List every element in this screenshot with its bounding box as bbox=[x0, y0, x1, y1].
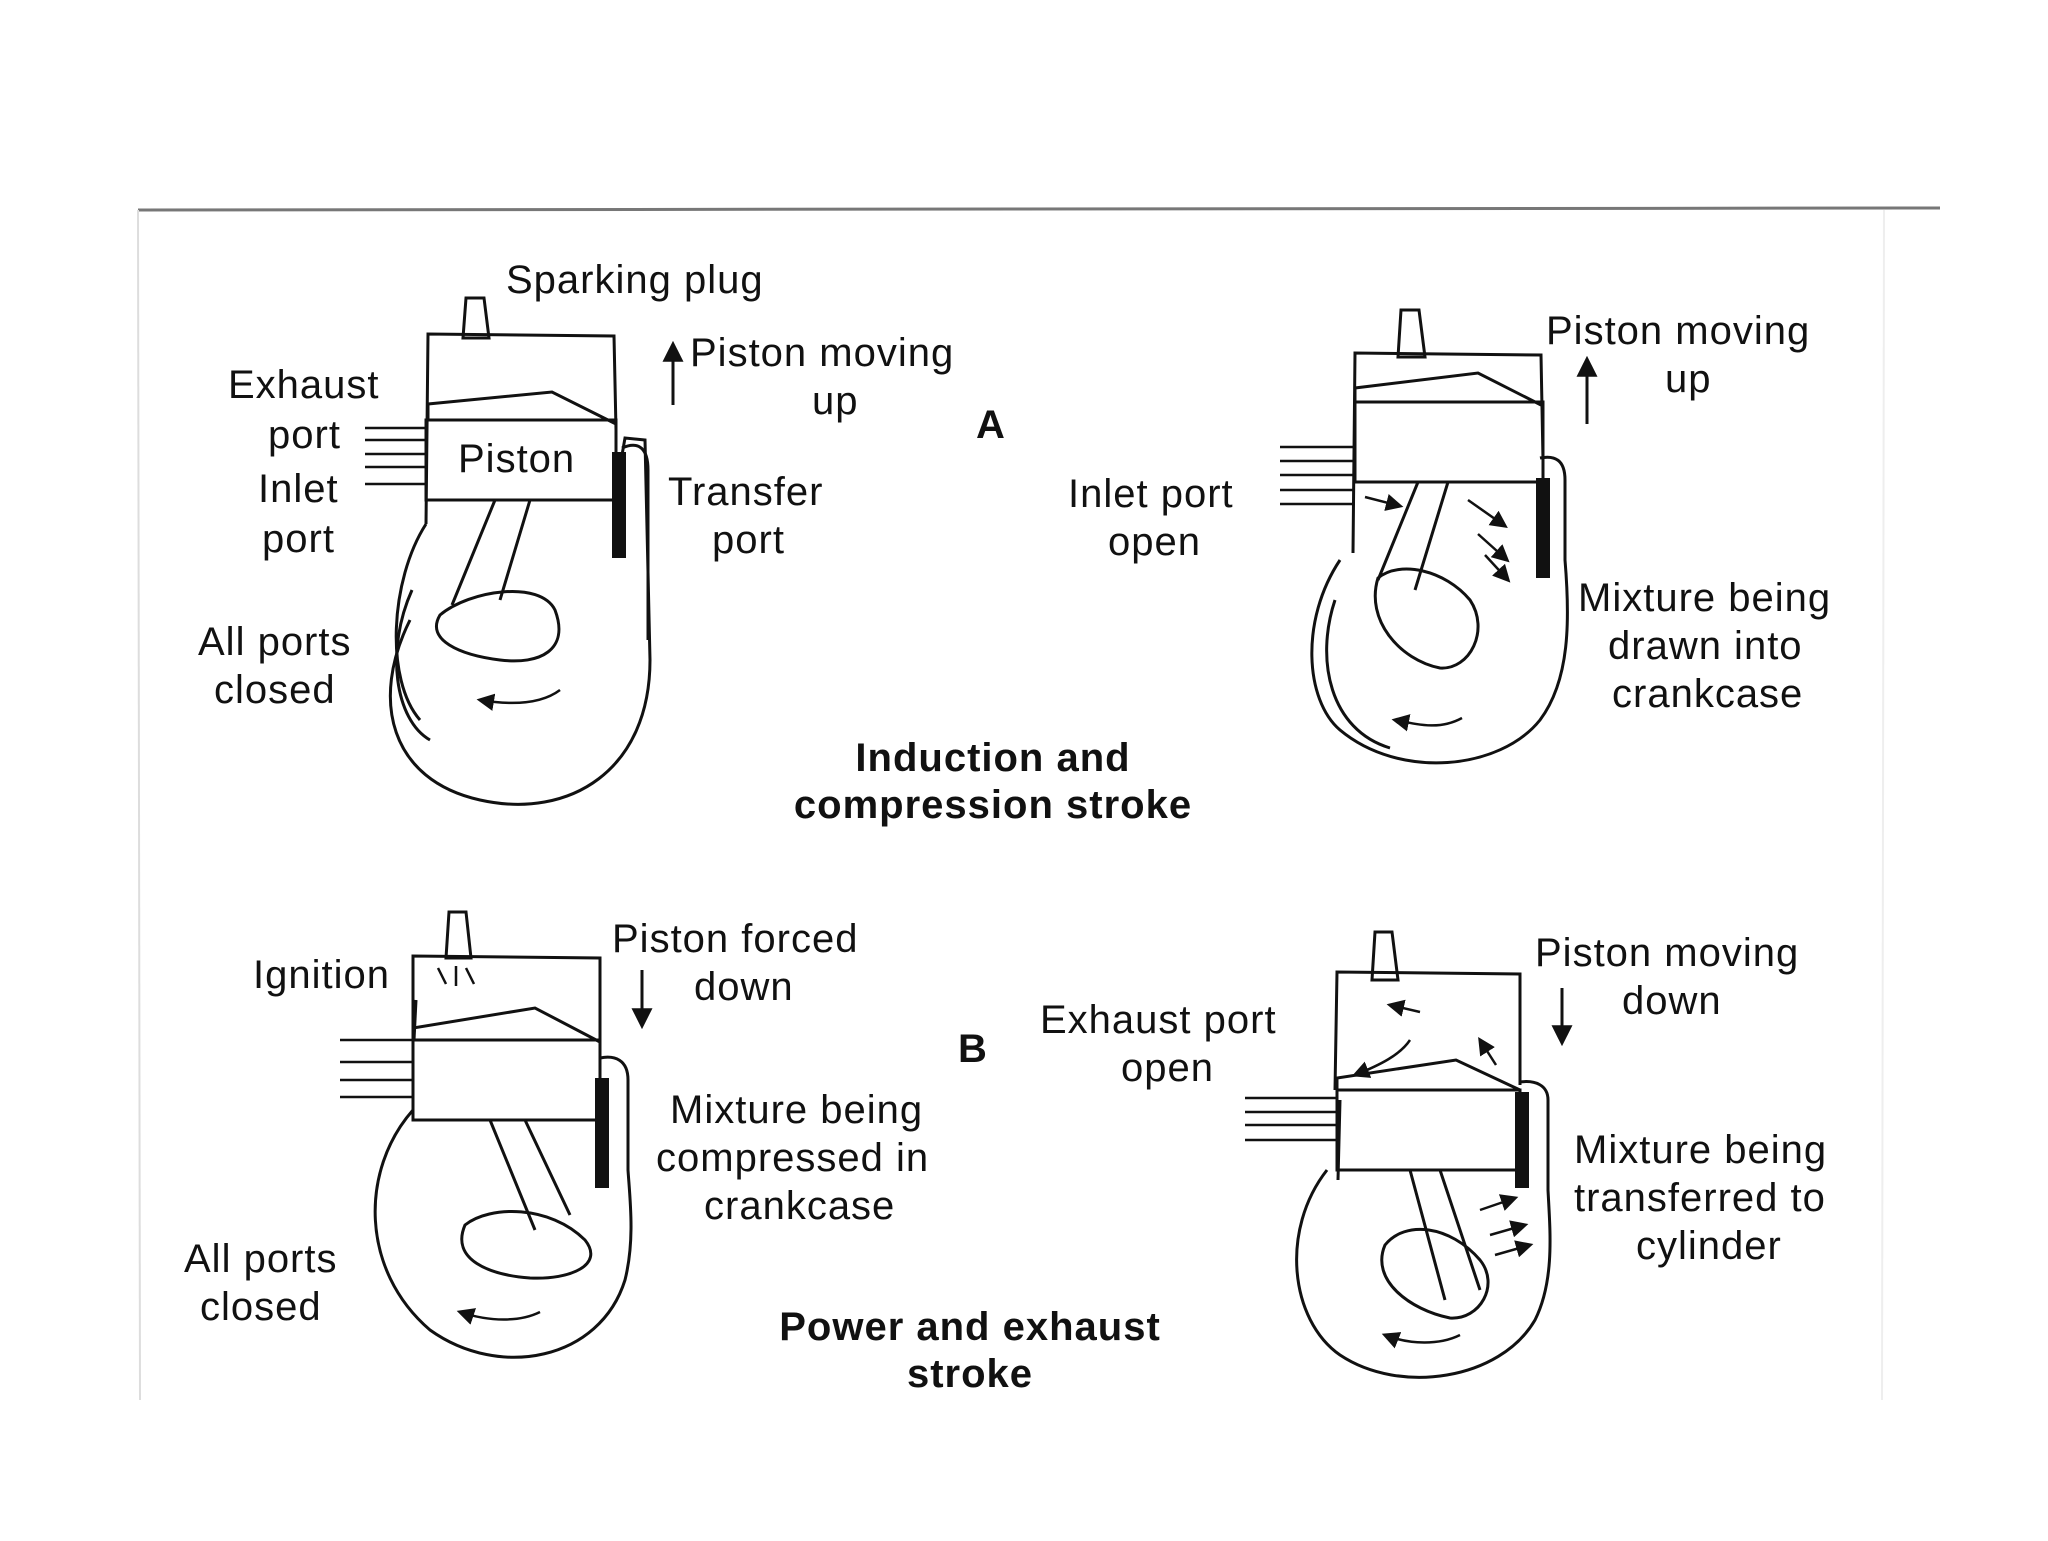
label-inlet-port-open-1: Inlet port bbox=[1068, 472, 1234, 516]
label-mixture-compressed-1: Mixture being bbox=[670, 1088, 923, 1132]
label-piston-moving-a2-up: up bbox=[1665, 357, 1712, 401]
label-piston-forced-1: Piston forced bbox=[612, 917, 858, 961]
panel-letter-a: A bbox=[976, 403, 1005, 447]
label-exhaust-port-open-2: open bbox=[1121, 1046, 1214, 1090]
label-exhaust-port-open-1: Exhaust port bbox=[1040, 998, 1277, 1042]
label-inlet-port-1: Inlet bbox=[258, 467, 339, 511]
engine-a-right bbox=[1280, 308, 1598, 765]
label-mixture-transferred-2: transferred to bbox=[1574, 1176, 1826, 1220]
engine-a-left bbox=[365, 296, 684, 806]
label-inlet-port-open-2: open bbox=[1108, 520, 1201, 564]
engine-b-left bbox=[340, 910, 653, 1359]
label-all-ports-closed-a-2: closed bbox=[214, 668, 336, 712]
label-all-ports-closed-b-2: closed bbox=[200, 1285, 322, 1329]
label-exhaust-port-1: Exhaust bbox=[228, 363, 380, 407]
label-transfer-port-2: port bbox=[712, 518, 785, 562]
label-mixture-drawn-2: drawn into bbox=[1608, 624, 1803, 668]
label-piston-moving-b2-down: down bbox=[1622, 979, 1722, 1023]
page-frame bbox=[137, 206, 1941, 1401]
panel-letter-b: B bbox=[958, 1027, 987, 1071]
spark-plug-icon bbox=[1396, 308, 1427, 359]
label-inlet-port-2: port bbox=[262, 517, 335, 561]
title-power-1: Power and exhaust bbox=[779, 1305, 1161, 1349]
label-piston-moving-b2: Piston moving bbox=[1535, 931, 1799, 975]
engine-b-right bbox=[1245, 930, 1573, 1379]
label-mixture-transferred-3: cylinder bbox=[1636, 1224, 1782, 1268]
piston bbox=[411, 1006, 602, 1122]
piston bbox=[1353, 371, 1545, 484]
title-power-2: stroke bbox=[907, 1352, 1033, 1396]
title-induction-2: compression stroke bbox=[794, 783, 1192, 827]
piston bbox=[1335, 1058, 1522, 1172]
label-all-ports-closed-a-1: All ports bbox=[198, 620, 352, 664]
label-mixture-transferred-1: Mixture being bbox=[1574, 1128, 1827, 1172]
label-piston-moving-a1: Piston moving bbox=[690, 331, 954, 375]
label-transfer-port-1: Transfer bbox=[668, 470, 823, 514]
transfer-port-bar bbox=[1536, 478, 1550, 578]
ignition-spark-icon bbox=[436, 966, 476, 986]
label-mixture-drawn-1: Mixture being bbox=[1578, 576, 1831, 620]
label-piston-forced-2: down bbox=[694, 965, 794, 1009]
label-mixture-compressed-2: compressed in bbox=[656, 1136, 929, 1180]
label-piston: Piston bbox=[458, 437, 575, 481]
spark-plug-icon bbox=[1370, 930, 1400, 982]
piston bbox=[424, 390, 618, 502]
label-piston-moving-a2: Piston moving bbox=[1546, 309, 1810, 353]
label-piston-moving-a1-up: up bbox=[812, 379, 859, 423]
spark-plug-icon bbox=[444, 910, 473, 960]
spark-plug-icon bbox=[461, 296, 491, 340]
label-mixture-drawn-3: crankcase bbox=[1612, 672, 1803, 716]
transfer-port-bar bbox=[595, 1078, 609, 1188]
label-ignition: Ignition bbox=[253, 953, 390, 997]
label-exhaust-port-2: port bbox=[268, 413, 341, 457]
transfer-port-bar bbox=[612, 452, 626, 558]
transfer-port-bar bbox=[1515, 1092, 1529, 1188]
label-mixture-compressed-3: crankcase bbox=[704, 1184, 895, 1228]
title-induction-1: Induction and bbox=[855, 736, 1130, 780]
label-all-ports-closed-b-1: All ports bbox=[184, 1237, 338, 1281]
label-sparking-plug: Sparking plug bbox=[506, 258, 764, 302]
